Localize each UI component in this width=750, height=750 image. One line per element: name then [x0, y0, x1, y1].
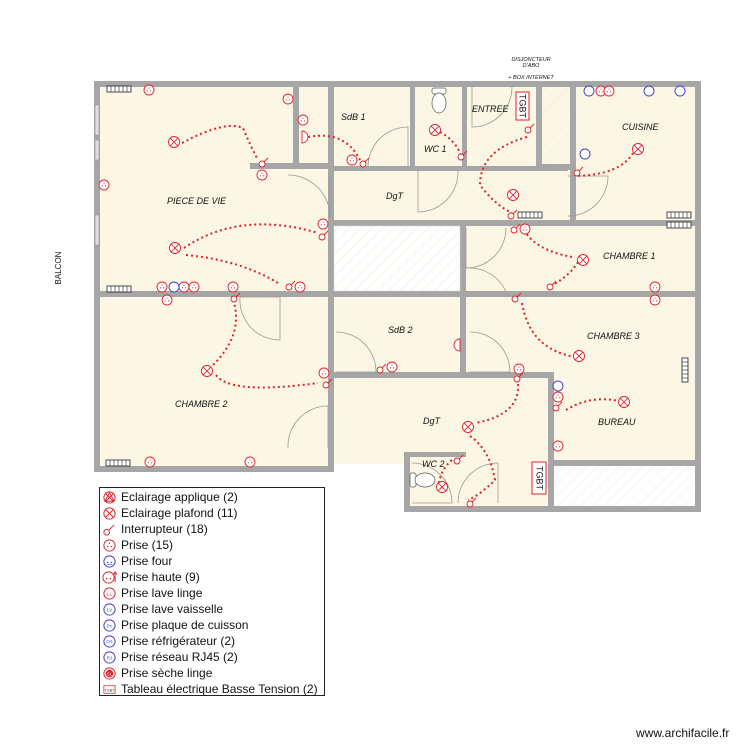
rj45-outlet-icon: RJ [103, 650, 116, 664]
room-labels: PIECE DE VIE SdB 1 WC 1 ENTREE CUISINE D… [167, 104, 660, 469]
dishwasher-outlet-icon: LV [103, 602, 116, 616]
oven-outlet-icon [103, 554, 116, 568]
room-sdb1: SdB 1 [341, 112, 366, 122]
room-piece-de-vie: PIECE DE VIE [167, 196, 227, 206]
wiring [181, 124, 634, 501]
windows [94, 104, 100, 246]
room-dgt-bottom: DgT [423, 416, 442, 426]
legend-item: Prise haute (9) [102, 569, 324, 585]
switch-icon [103, 523, 115, 536]
svg-text:TGBT: TGBT [518, 94, 528, 119]
outlet-icon [103, 538, 116, 552]
credit-text: www.archifacile.fr [636, 726, 730, 740]
svg-text:TGBT: TGBT [535, 466, 545, 491]
electrical-panel-icon: TGBT [103, 684, 116, 694]
svg-text:Pc: Pc [107, 623, 113, 628]
legend-item: TGBT Tableau électrique Basse Tension (2… [102, 681, 324, 697]
room-chambre3: CHAMBRE 3 [587, 331, 640, 341]
legend-item: SL Prise sèche linge [102, 665, 324, 681]
washing-machine-outlet-icon: LL [103, 586, 116, 600]
svg-text:TGBT: TGBT [105, 688, 116, 692]
room-cuisine: CUISINE [622, 122, 660, 132]
electrical-panels: TGBT TGBT [515, 91, 547, 495]
svg-text:SL: SL [107, 671, 113, 676]
fridge-outlet-icon: FR [103, 634, 116, 648]
balcony-label: BALCON [54, 251, 63, 284]
legend-item: Interrupteur (18) [102, 521, 324, 537]
wall-lights [301, 130, 461, 352]
legend-item: Pc Prise plaque de cuisson [102, 617, 324, 633]
room-wc1: WC 1 [424, 144, 447, 154]
room-sdb2: SdB 2 [388, 325, 413, 335]
wall-light-icon [103, 490, 116, 504]
svg-text:DISJONCTEUR: DISJONCTEUR [511, 57, 550, 63]
room-chambre2: CHAMBRE 2 [175, 399, 228, 409]
legend-item: Prise four [102, 553, 324, 569]
cooktop-outlet-icon: Pc [103, 618, 116, 632]
annotations: DISJONCTEUR D'ABO + BOX INTERNET BALCON [54, 57, 554, 284]
legend-item: Eclairage plafond (11) [102, 505, 324, 521]
room-entree: ENTREE [472, 104, 510, 114]
svg-text:+ BOX INTERNET: + BOX INTERNET [508, 75, 554, 81]
legend-item: LL Prise lave linge [102, 585, 324, 601]
toilets [409, 87, 447, 488]
legend: Eclairage applique (2) Eclairage plafond… [99, 487, 325, 696]
svg-text:RJ: RJ [107, 655, 112, 660]
room-dgt-top: DgT [386, 191, 405, 201]
legend-item: Eclairage applique (2) [102, 489, 324, 505]
dryer-outlet-icon: SL [103, 666, 116, 680]
room-wc2: WC 2 [422, 459, 445, 469]
walls [94, 81, 701, 512]
svg-text:LV: LV [107, 607, 113, 612]
doors [239, 86, 609, 504]
legend-item: FR Prise réfrigérateur (2) [102, 633, 324, 649]
ceiling-light-icon [103, 506, 116, 520]
legend-item: Prise (15) [102, 537, 324, 553]
legend-item: RJ Prise réseau RJ45 (2) [102, 649, 324, 665]
legend-item: LV Prise lave vaisselle [102, 601, 324, 617]
svg-text:FR: FR [106, 639, 113, 644]
svg-text:D'ABO: D'ABO [523, 63, 540, 69]
high-outlet-icon [102, 570, 117, 584]
svg-text:LL: LL [107, 591, 113, 596]
room-chambre1: CHAMBRE 1 [603, 251, 656, 261]
room-bureau: BUREAU [598, 417, 636, 427]
